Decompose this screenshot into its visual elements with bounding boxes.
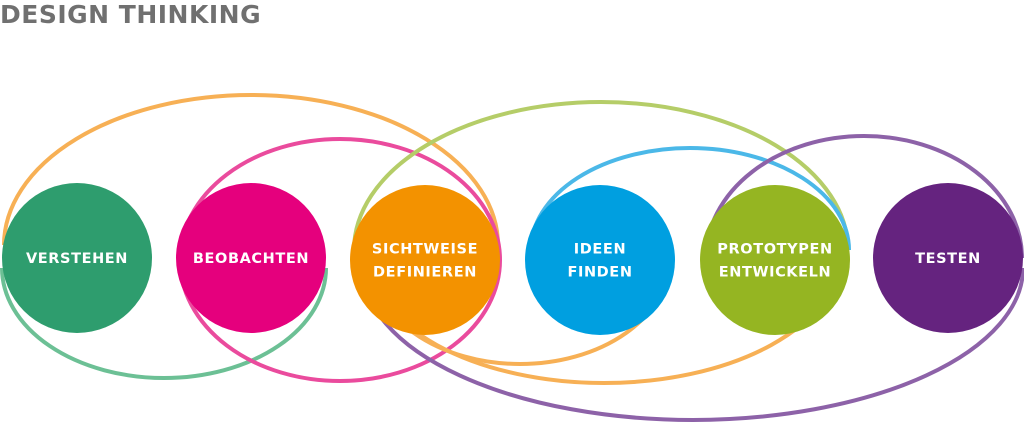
stage-ideen-finden: IDEEN FINDEN bbox=[525, 185, 675, 335]
loop-definieren-to-testen bbox=[361, 267, 1024, 422]
stage-testen: TESTEN bbox=[873, 183, 1023, 333]
loop-definieren-to-prototypen bbox=[352, 100, 850, 251]
loop-verstehen-to-definieren bbox=[2, 93, 500, 246]
stage-label: BEOBACHTEN bbox=[193, 251, 309, 267]
loop-ideen-to-prototypen bbox=[529, 146, 851, 251]
diagram-title: DESIGN THINKING bbox=[0, 0, 262, 29]
loop-prototypen-to-testen-top bbox=[704, 134, 1024, 259]
loop-verstehen-to-beobachten bbox=[0, 267, 328, 380]
stage-circle bbox=[700, 185, 850, 335]
stage-circle bbox=[873, 183, 1023, 333]
stage-label: PROTOTYPEN bbox=[717, 242, 832, 258]
stage-label: SICHTWEISE bbox=[372, 242, 478, 258]
stage-circle bbox=[2, 183, 152, 333]
stage-label: ENTWICKELN bbox=[719, 265, 831, 281]
stage-prototypen-entwickeln: PROTOTYPEN ENTWICKELN bbox=[700, 185, 850, 335]
stage-circle bbox=[525, 185, 675, 335]
stage-label: DEFINIEREN bbox=[373, 265, 477, 281]
stage-label: FINDEN bbox=[567, 265, 632, 281]
stage-circle bbox=[176, 183, 326, 333]
stage-circle bbox=[350, 185, 500, 335]
stage-label: VERSTEHEN bbox=[26, 251, 128, 267]
stage-beobachten: BEOBACHTEN bbox=[176, 183, 326, 333]
stage-sichtweise-definieren: SICHTWEISE DEFINIEREN bbox=[350, 185, 500, 335]
stage-verstehen: VERSTEHEN bbox=[2, 183, 152, 333]
stage-label: TESTEN bbox=[915, 251, 981, 267]
stage-label: IDEEN bbox=[574, 242, 626, 258]
